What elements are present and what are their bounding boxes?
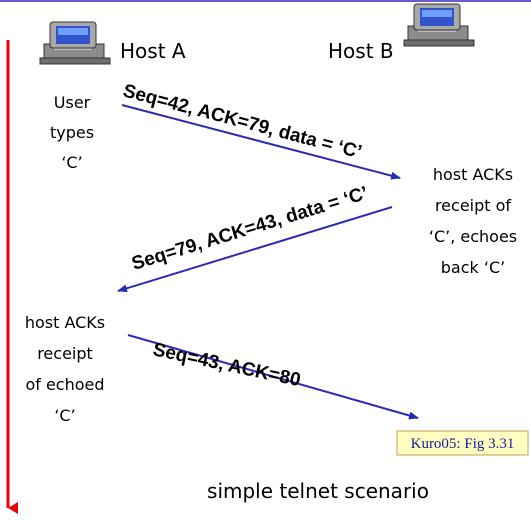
reference-label: Kuro05: Fig 3.31	[411, 436, 515, 452]
host-b-label: Host B	[328, 39, 394, 63]
user-types-line-3: ‘C’	[61, 153, 82, 172]
host-b-computer-icon	[403, 3, 475, 47]
message-2-label: Seq=79, ACK=43, data = ‘C’	[129, 183, 370, 275]
message-2-arrow	[117, 206, 393, 293]
echo-ack-line-1: host ACKs	[25, 313, 105, 332]
user-types-line-2: types	[50, 123, 94, 142]
diagram-caption: simple telnet scenario	[207, 479, 429, 503]
echo-ack-line-3: of echoed	[25, 375, 104, 394]
message-3-label: Seq=43, ACK=80	[151, 339, 302, 391]
host-acks-line-3: ‘C’, echoes	[429, 227, 517, 246]
user-types-line-1: User	[54, 93, 91, 112]
host-a-label: Host A	[120, 39, 186, 63]
message-1-arrow	[121, 104, 401, 180]
echo-ack-line-2: receipt	[37, 344, 93, 363]
echo-ack-line-4: ‘C’	[54, 406, 75, 425]
message-1-label: Seq=42, ACK=79, data = ‘C’	[121, 81, 364, 164]
host-acks-line-4: back ‘C’	[441, 258, 505, 277]
reference-box	[396, 430, 529, 456]
host-acks-line-2: receipt of	[435, 196, 511, 215]
host-acks-line-1: host ACKs	[433, 165, 513, 184]
message-3-arrow	[127, 334, 419, 420]
host-a-computer-icon	[39, 21, 111, 65]
